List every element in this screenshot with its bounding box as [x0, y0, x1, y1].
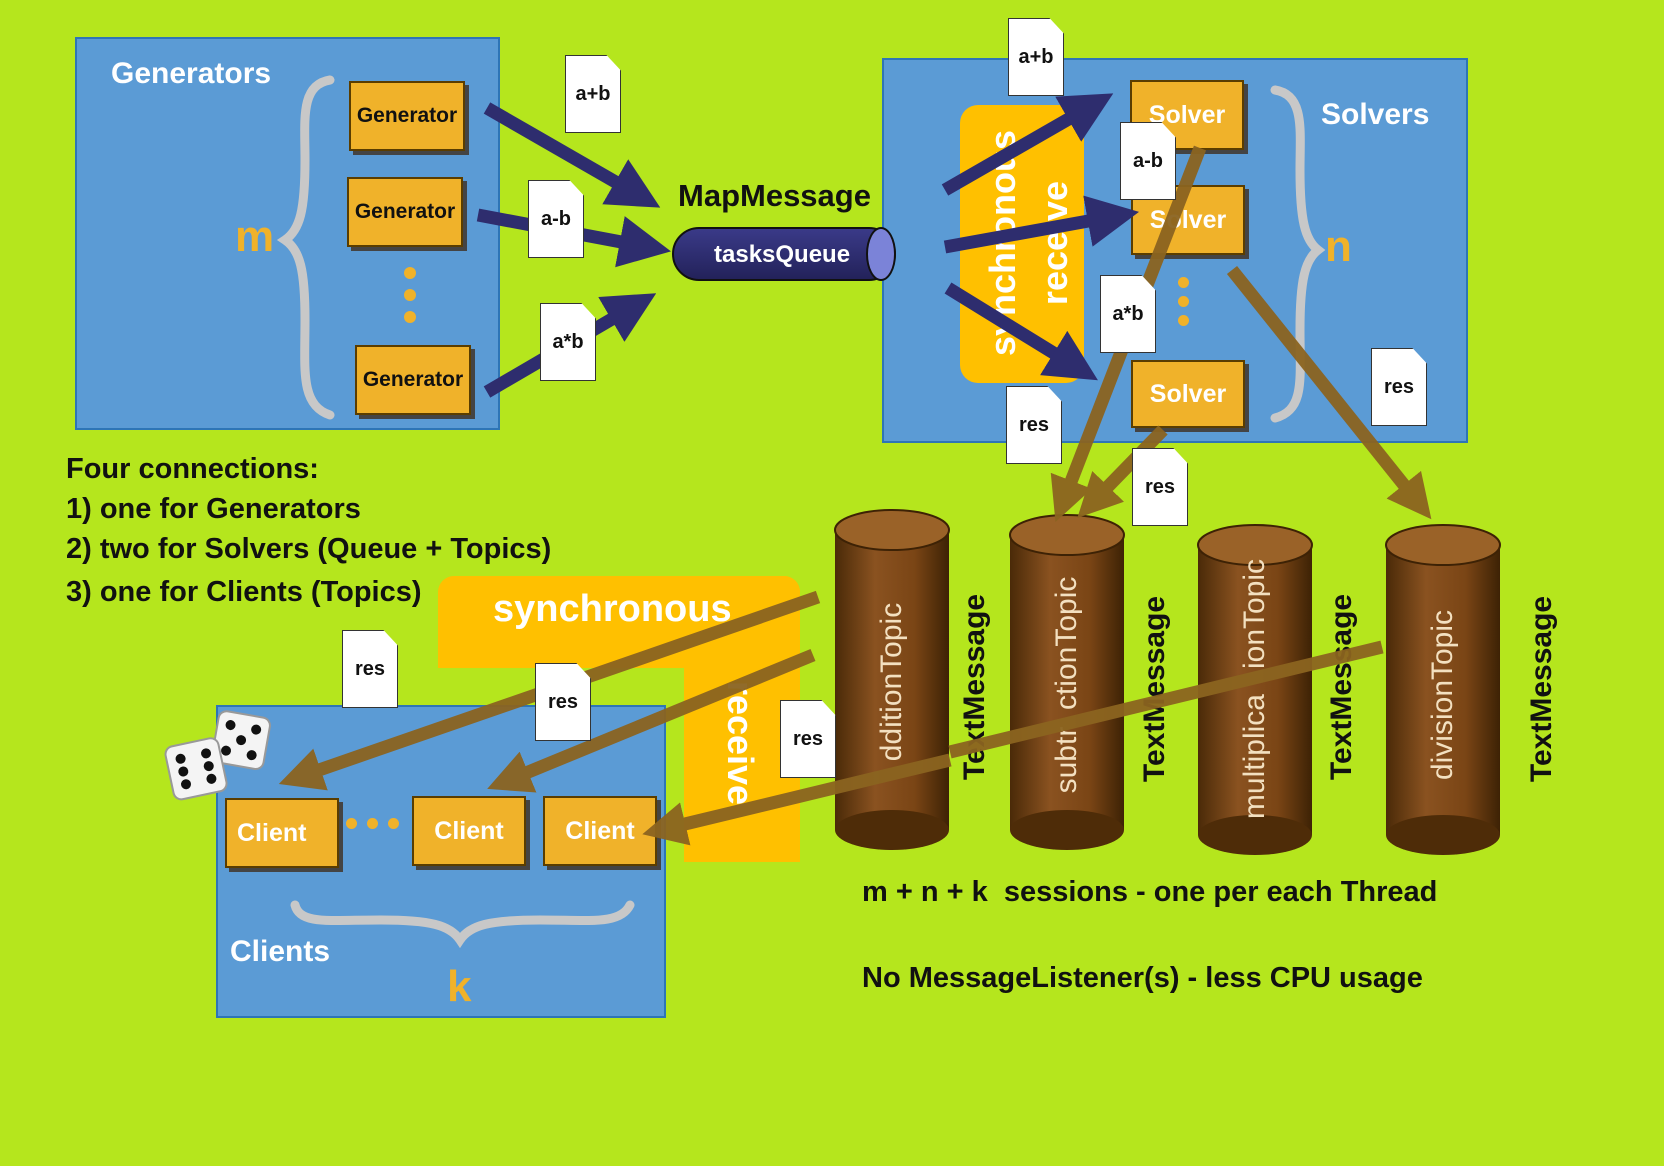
connections-heading: Four connections:	[66, 453, 319, 485]
doc-sol-minus: a-b	[1120, 122, 1176, 200]
arrow-topic-client2	[487, 648, 816, 793]
doc-res-client-2: res	[535, 663, 591, 741]
client-box-3[interactable]: Client	[543, 796, 657, 866]
clients-count-k: k	[447, 962, 472, 1011]
doc-res-solver-mid: res	[1132, 448, 1188, 526]
connections-line-1: 1) one for Generators	[66, 493, 361, 525]
generators-title: Generators	[111, 57, 272, 90]
client-ellipsis-dots	[346, 818, 399, 829]
tasks-queue[interactable]: tasksQueue	[672, 227, 896, 281]
doc-sol-plus: a+b	[1008, 18, 1064, 96]
arrow-solver3-subtraction	[1077, 425, 1168, 519]
doc-res-client-1: res	[342, 630, 398, 708]
doc-gen-minus: a-b	[528, 180, 584, 258]
client-box-2[interactable]: Client	[412, 796, 526, 866]
generator-box-2[interactable]: Generator	[347, 177, 463, 247]
arrow-queue-solver2	[943, 195, 1140, 254]
doc-res-solver-left: res	[1006, 386, 1062, 464]
solvers-count-n: n	[1325, 222, 1352, 271]
topic-cylinder-subtraction	[1009, 514, 1125, 850]
arrow-topic-client3	[642, 753, 952, 846]
generator-box-1[interactable]: Generator	[349, 81, 465, 151]
mapmessage-label: MapMessage	[678, 178, 871, 213]
doc-res-solver-right: res	[1371, 348, 1427, 426]
tasks-queue-cap	[866, 227, 896, 281]
clients-title: Clients	[230, 935, 331, 968]
doc-res-client-3: res	[780, 700, 836, 778]
solver-box-3[interactable]: Solver	[1131, 360, 1245, 428]
solvers-brace-icon	[1270, 85, 1326, 423]
listeners-note: No MessageListener(s) - less CPU usage	[862, 962, 1423, 994]
solver-ellipsis-dots	[1178, 277, 1192, 326]
dice-icon	[158, 706, 283, 811]
connections-line-3: 3) one for Clients (Topics)	[66, 576, 422, 608]
tasks-queue-label: tasksQueue	[714, 241, 851, 268]
arrow-solver2-division	[1226, 265, 1432, 520]
solver-box-1[interactable]: Solver	[1130, 80, 1244, 150]
clients-brace-icon	[290, 900, 635, 949]
connections-line-2: 2) two for Solvers (Queue + Topics)	[66, 533, 552, 565]
arrow-queue-solver1	[941, 93, 1114, 196]
topic-cylinder-division	[1385, 524, 1501, 855]
arrow-gen1-queue	[483, 102, 661, 208]
sessions-note: m + n + k sessions - one per each Thread	[862, 876, 1438, 908]
doc-gen-plus: a+b	[565, 55, 621, 133]
generator-box-3[interactable]: Generator	[355, 345, 471, 415]
generators-count-m: m	[235, 212, 275, 261]
generator-ellipsis-dots	[404, 267, 418, 323]
doc-gen-mul: a*b	[540, 303, 596, 381]
topic-cylinder-multiplication	[1197, 524, 1313, 855]
generators-brace-icon	[276, 75, 335, 420]
client-box-1[interactable]: Client	[225, 798, 339, 868]
solvers-title: Solvers	[1321, 98, 1430, 131]
arrow-queue-solver3	[944, 282, 1098, 381]
clients-sync-label: synchronous	[493, 588, 732, 630]
line-topics-cross	[948, 640, 1384, 759]
doc-sol-mul: a*b	[1100, 275, 1156, 353]
